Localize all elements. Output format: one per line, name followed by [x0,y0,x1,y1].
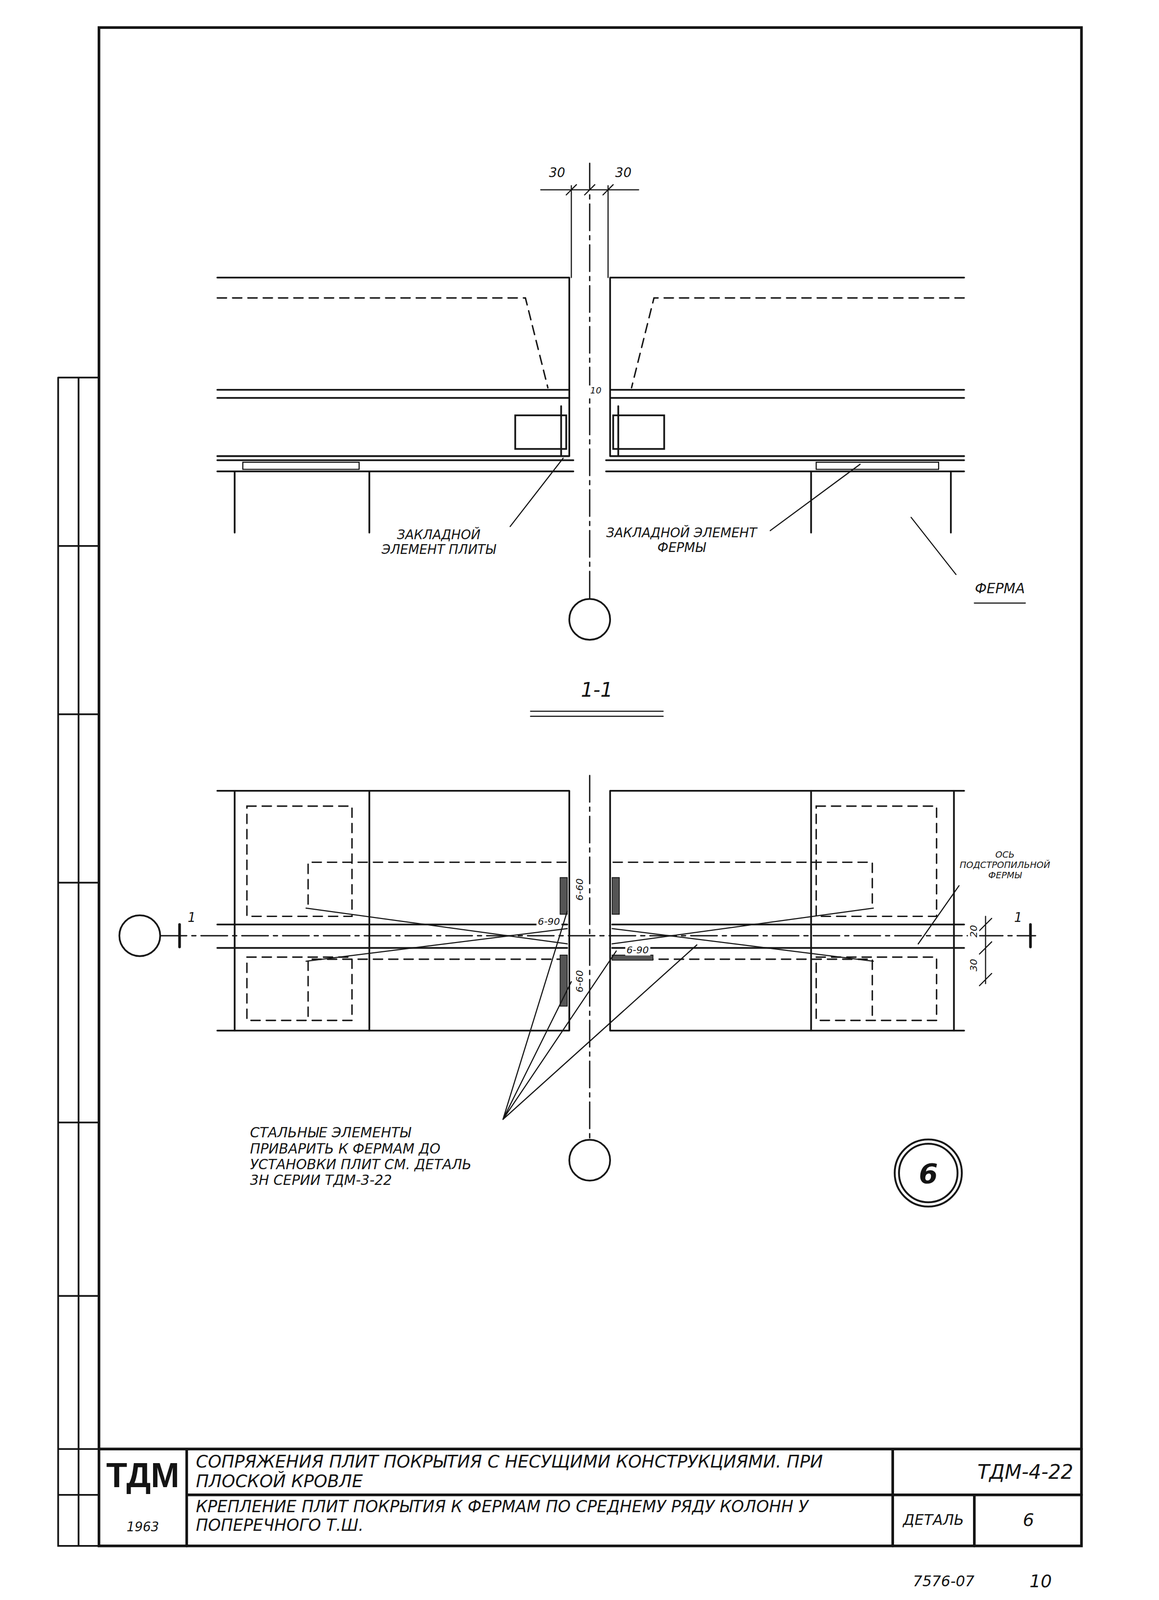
circle-ring [895,1139,963,1208]
sheet-frame [99,27,1082,1547]
section-mark [179,924,1031,948]
dimension-value: 30 [615,166,632,182]
slab-outline [217,277,965,457]
axis-label: ОСЬ ПОДСТРОПИЛЬНОЙ ФЕРМЫ [955,849,1054,881]
sheet-subtitle: КРЕПЛЕНИЕ ПЛИТ ПОКРЫТИЯ К ФЕРМАМ ПО СРЕД… [195,1497,883,1535]
truss-plan [217,790,965,1031]
dimension-line [979,916,992,986]
column-axis-marker [569,1139,610,1181]
column-axis-line [588,163,591,600]
section-mark-number: 1 [1014,910,1023,926]
archive-number: 7576-07 [913,1573,975,1591]
column-axis-marker [569,599,610,640]
section-mark-number: 1 [187,910,197,926]
leader-line [502,885,959,1120]
axis-line [159,775,1036,1139]
detail-number: 6 [919,1157,939,1190]
truss-embedded-plate [242,462,939,470]
year: 1963 [126,1520,159,1535]
circle-ring [898,1143,958,1203]
dimension-value: 10 [588,385,604,396]
label-underline [530,603,1026,717]
detail-number: 6 [1022,1509,1034,1530]
part-label: ЗАКЛАДНОЙ ЭЛЕМЕНТ ПЛИТЫ [372,527,505,558]
page-number: 10 [1029,1571,1053,1592]
series-code: ТДМ-4-22 [977,1460,1074,1484]
dimension-value: 30 [967,957,979,973]
dimension-line [540,184,639,278]
slab-plan-outline [217,790,965,1031]
weld-size: 6-60 [574,876,586,902]
part-label: ФЕРМА [974,580,1026,597]
section-title: 1-1 [580,678,613,702]
part-label: ЗАКЛАДНОЙ ЭЛЕМЕНТ ФЕРМЫ [598,526,765,556]
detail-word: ДЕТАЛЬ [902,1511,964,1529]
detail-number-circle: 6 [892,1137,965,1210]
weld-size: 6-60 [574,969,586,995]
weld-size: 6-90 [536,915,562,927]
title-block-grid [99,1448,1082,1547]
stamp-strip [58,377,100,1546]
weld-size: 6-90 [625,944,651,956]
column-axis-marker [119,915,160,957]
leader-line [510,458,957,575]
note-text: СТАЛЬНЫЕ ЭЛЕМЕНТЫ ПРИВАРИТЬ К ФЕРМАМ ДО … [249,1125,476,1189]
slab-rib-hidden [217,297,965,388]
sheet-title: СОПРЯЖЕНИЯ ПЛИТ ПОКРЫТИЯ С НЕСУЩИМИ КОНС… [195,1451,883,1492]
organization-logo: ТДМ [105,1455,180,1496]
truss-chord [217,460,965,533]
dimension-value: 20 [967,923,979,940]
dimension-value: 30 [549,166,566,182]
